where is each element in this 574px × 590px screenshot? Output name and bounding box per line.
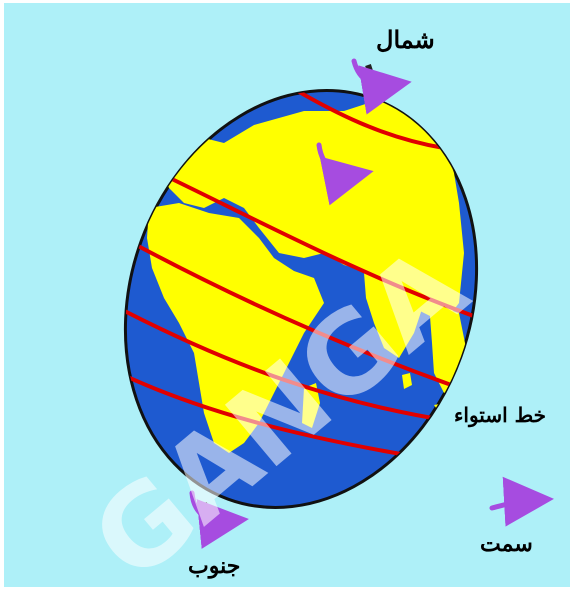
label-direction: سمت xyxy=(480,531,533,557)
rotation-arrow-icon xyxy=(492,500,534,508)
label-equator: خط استواء xyxy=(454,403,546,427)
earth-rotation-diagram: GANGA xyxy=(4,3,570,587)
rotation-arrow-icon xyxy=(354,61,392,86)
label-south: جنوب xyxy=(188,553,240,579)
diagram-panel: GANGA شمال خط استواء سمت جنوب xyxy=(4,3,570,587)
label-north: شمال xyxy=(376,25,435,54)
